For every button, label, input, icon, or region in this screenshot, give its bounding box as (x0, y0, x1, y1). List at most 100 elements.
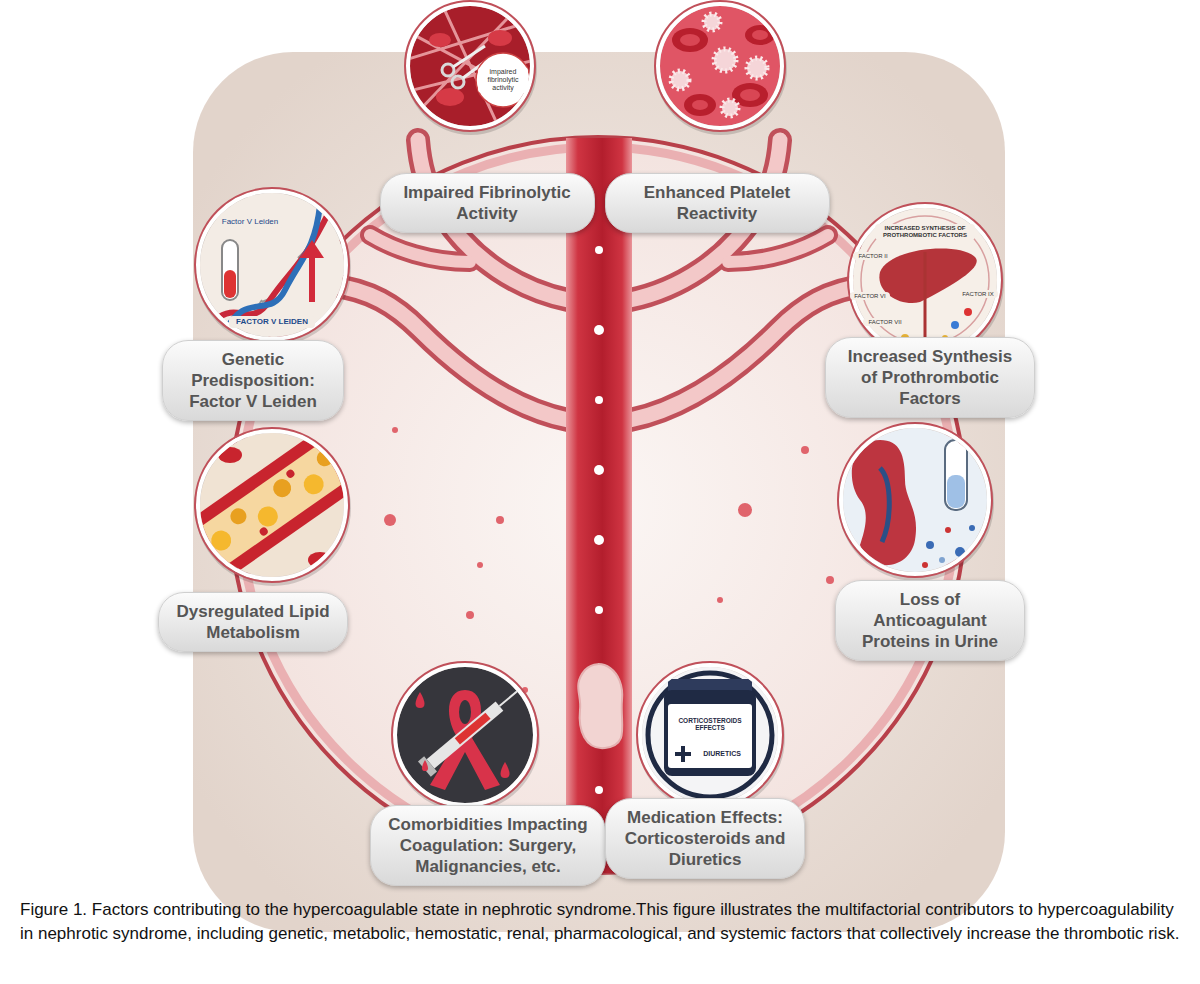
factor-label: Loss of Anticoagulant Proteins in Urine (835, 580, 1025, 661)
vessel-trunk (595, 246, 603, 254)
dna-icon (300, 240, 324, 258)
liver-icon (851, 206, 999, 354)
comorbidity-icon (392, 662, 540, 812)
comorbidity-icon (416, 692, 425, 708)
vessel-trunk (566, 138, 632, 873)
liver-icon (861, 216, 989, 344)
lipid-icon (177, 420, 373, 586)
kidney-icon (852, 440, 916, 565)
vessel-trunk (594, 465, 604, 475)
kidney-icon (838, 425, 994, 581)
comorbidity-icon (499, 690, 518, 706)
dna-icon (309, 255, 315, 302)
icon-text: CORTICOSTEROIDS EFFECTS (668, 716, 752, 733)
lipid-icon (177, 420, 373, 586)
medication-icon (640, 665, 780, 805)
blood-droplet (717, 597, 723, 603)
kidney-icon (969, 525, 975, 531)
factor-text: Medication Effects: Corticosteroids and … (618, 807, 792, 870)
comorbidity-icon (459, 700, 471, 724)
kidney-icon (945, 527, 951, 533)
fibrinolysis-icon (488, 30, 512, 46)
icon-text: FACTOR VII (863, 318, 907, 327)
factor-label: Medication Effects: Corticosteroids and … (605, 798, 805, 879)
factor-text: Comorbidities Impacting Coagulation: Sur… (383, 814, 593, 877)
platelet-icon (672, 28, 708, 52)
factor-text: Dysregulated Lipid Metabolism (171, 601, 335, 643)
factor-label: Comorbidities Impacting Coagulation: Sur… (370, 805, 606, 886)
kidney-icon (926, 541, 934, 549)
medication-icon (668, 704, 752, 768)
factor-label: Increased Synthesis of Prothrombotic Fac… (825, 337, 1035, 418)
icon-text: FACTOR II (853, 252, 893, 261)
fibrinolysis-icon (436, 88, 464, 106)
blood-clot (578, 664, 622, 748)
comorbidity-icon (427, 701, 504, 768)
icon-text: impaired fibrinolytic activity (478, 67, 528, 93)
liver-icon (924, 252, 927, 345)
platelet-icon (680, 34, 700, 46)
lipid-icon (183, 430, 365, 577)
dna-icon (195, 190, 351, 346)
lipid-icon (258, 526, 269, 537)
comorbidity-icon (422, 760, 428, 771)
background-panel (193, 52, 1005, 932)
icon-text: FACTOR IX (958, 290, 998, 299)
comorbidity-icon (430, 690, 500, 790)
blood-droplet (826, 576, 834, 584)
vessel-branch (330, 285, 568, 420)
fibrinolysis-icon (405, 0, 535, 130)
platelet-icon (752, 30, 768, 40)
blood-droplet (392, 427, 398, 433)
icon-text: DIURETICS (696, 749, 748, 759)
platelet-icon (722, 100, 738, 116)
kidney-icon (838, 423, 992, 577)
kidney-icon (947, 475, 965, 508)
vessel-trunk (595, 786, 603, 794)
factor-label: Impaired Fibrinolytic Activity (380, 173, 595, 233)
dna-icon (198, 191, 346, 339)
kidney-icon (922, 562, 928, 568)
comorbidity-icon (501, 762, 510, 778)
blood-droplet (466, 611, 474, 619)
comorbidity-icon (418, 682, 525, 776)
kidney-icon (838, 423, 995, 581)
lipid-icon (195, 428, 349, 582)
medication-icon (664, 690, 756, 776)
vessel-branch (728, 235, 828, 262)
dna-icon (195, 188, 351, 346)
factor-text: Enhanced Platelet Reactivity (618, 182, 817, 224)
lipid-icon (177, 420, 373, 586)
kidney-icon (939, 557, 945, 563)
vessel-trunk (595, 606, 603, 614)
blood-droplet (738, 503, 752, 517)
factor-label: Dysregulated Lipid Metabolism (158, 592, 348, 652)
platelet-icon (714, 49, 736, 71)
comorbidity-icon (392, 664, 540, 812)
kidney-icon (841, 426, 989, 574)
platelet-icon (658, 4, 782, 128)
medication-icon (640, 665, 780, 805)
fibrinolysis-icon (405, 0, 535, 130)
dna-icon (224, 270, 236, 298)
platelet-icon (704, 14, 720, 30)
fibrinolysis-icon (442, 64, 454, 76)
vessel-trunk (594, 535, 604, 545)
medication-icon (637, 662, 783, 808)
lipid-icon (300, 470, 328, 498)
platelet-icon (684, 94, 716, 116)
fibrinolysis-icon (405, 0, 537, 135)
platelet-icon (655, 0, 787, 135)
lipid-icon (285, 468, 296, 479)
factor-text: Impaired Fibrinolytic Activity (393, 182, 582, 224)
lipid-icon (254, 503, 282, 531)
platelet-icon (747, 58, 767, 78)
vessel-branch (330, 285, 568, 420)
platelet-icon (692, 100, 708, 110)
medication-icon (675, 752, 691, 756)
vessel-trunk (594, 325, 604, 335)
platelet-icon (655, 1, 785, 131)
icon-text: Factor V Leiden (217, 216, 283, 227)
factor-text: Increased Synthesis of Prothrombotic Fac… (838, 346, 1022, 409)
dna-icon (195, 188, 349, 342)
